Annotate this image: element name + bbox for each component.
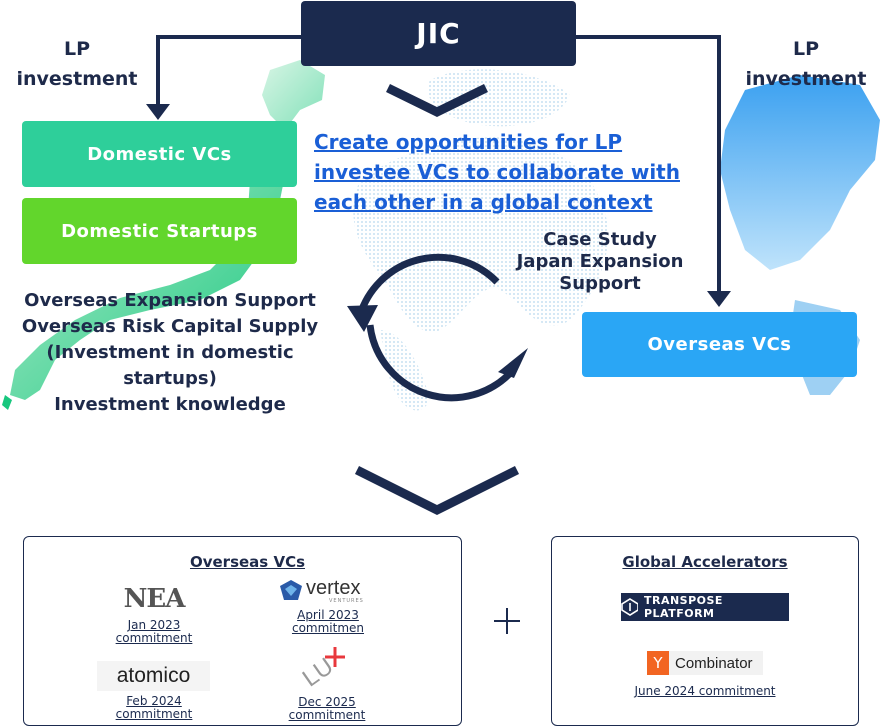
transpose-platform-logo: TRANSPOSE PLATFORM <box>621 593 789 621</box>
cycle-arrows-icon <box>356 253 516 402</box>
plus-icon <box>492 606 522 636</box>
yc-letter: Y <box>647 651 669 675</box>
support-line: Overseas Expansion Support <box>24 290 316 311</box>
atomico-label: commitment <box>115 707 193 721</box>
jic-title: JIC <box>416 17 461 50</box>
atomico-commitment[interactable]: Feb 2024 commitment <box>104 695 204 721</box>
chevron-down-icon <box>386 83 488 118</box>
nea-date: Jan 2023 <box>127 618 181 632</box>
vertex-commitment[interactable]: April 2023 commitmen <box>278 609 378 635</box>
transpose-wordmark: TRANSPOSE PLATFORM <box>643 594 723 620</box>
lu-logo: LU <box>298 645 354 693</box>
atomico-date: Feb 2024 <box>126 694 182 708</box>
domestic-vcs-box: Domestic VCs <box>22 121 297 187</box>
domestic-vcs-label: Domestic VCs <box>87 143 232 165</box>
yc-wordmark: Combinator <box>675 654 753 672</box>
case-study-line: Case Study <box>543 229 657 250</box>
overseas-vcs-box: Overseas VCs <box>582 312 857 377</box>
overseas-vcs-panel-title: Overseas VCs <box>189 553 306 571</box>
vertex-logo: vertex VENTURES <box>279 577 379 604</box>
lp-investment-label-left: LP investment <box>16 38 138 90</box>
chevron-down-icon <box>354 465 520 516</box>
y-combinator-logo: Y Combinator <box>647 651 763 675</box>
arrow-down-right-head <box>707 291 731 307</box>
support-text: Overseas Expansion Support Overseas Risk… <box>0 288 340 418</box>
lp-investment-label-right: LP investment <box>745 38 867 90</box>
vertex-wordmark: vertex <box>306 577 361 599</box>
support-line: Investment knowledge <box>54 394 286 415</box>
nea-commitment[interactable]: Jan 2023 commitment <box>104 619 204 645</box>
case-study-line: Support <box>559 273 641 294</box>
support-line: Overseas Risk Capital Supply <box>21 316 319 337</box>
world-map-dots <box>353 69 609 411</box>
case-study-line: Japan Expansion <box>516 251 684 272</box>
vertex-mark-icon <box>280 580 302 600</box>
yc-commitment[interactable]: June 2024 commitment <box>634 684 776 698</box>
japan-map <box>2 60 325 410</box>
support-line: (Investment in domestic startups) <box>46 342 294 389</box>
transpose-mark-icon <box>621 598 638 616</box>
vertex-date: April 2023 <box>297 608 359 622</box>
lu-label: commitment <box>288 708 366 722</box>
vertex-sub: VENTURES <box>329 598 364 604</box>
case-study-text: Case Study Japan Expansion Support <box>500 229 700 295</box>
global-accelerators-panel: Global Accelerators TRANSPOSE PLATFORM Y… <box>551 536 859 726</box>
lu-commitment[interactable]: Dec 2025 commitment <box>277 696 377 722</box>
collaboration-link[interactable]: Create opportunities for LP investee VCs… <box>314 130 680 214</box>
global-accelerators-title: Global Accelerators <box>622 553 788 571</box>
overseas-vcs-panel: Overseas VCs NEA Jan 2023 commitment ver… <box>23 536 462 726</box>
jic-box: JIC <box>301 1 576 66</box>
domestic-startups-label: Domestic Startups <box>61 220 258 242</box>
lu-plus-icon <box>325 647 345 667</box>
overseas-vcs-label: Overseas VCs <box>647 334 792 355</box>
nea-logo: NEA <box>123 584 186 614</box>
domestic-startups-box: Domestic Startups <box>22 198 297 264</box>
lu-date: Dec 2025 <box>298 695 356 709</box>
lp-connector-arrows <box>156 35 721 295</box>
atomico-logo: atomico <box>97 661 210 691</box>
vertex-label: commitmen <box>291 621 365 635</box>
nea-label: commitment <box>115 631 193 645</box>
arrow-down-left-head <box>146 104 170 120</box>
